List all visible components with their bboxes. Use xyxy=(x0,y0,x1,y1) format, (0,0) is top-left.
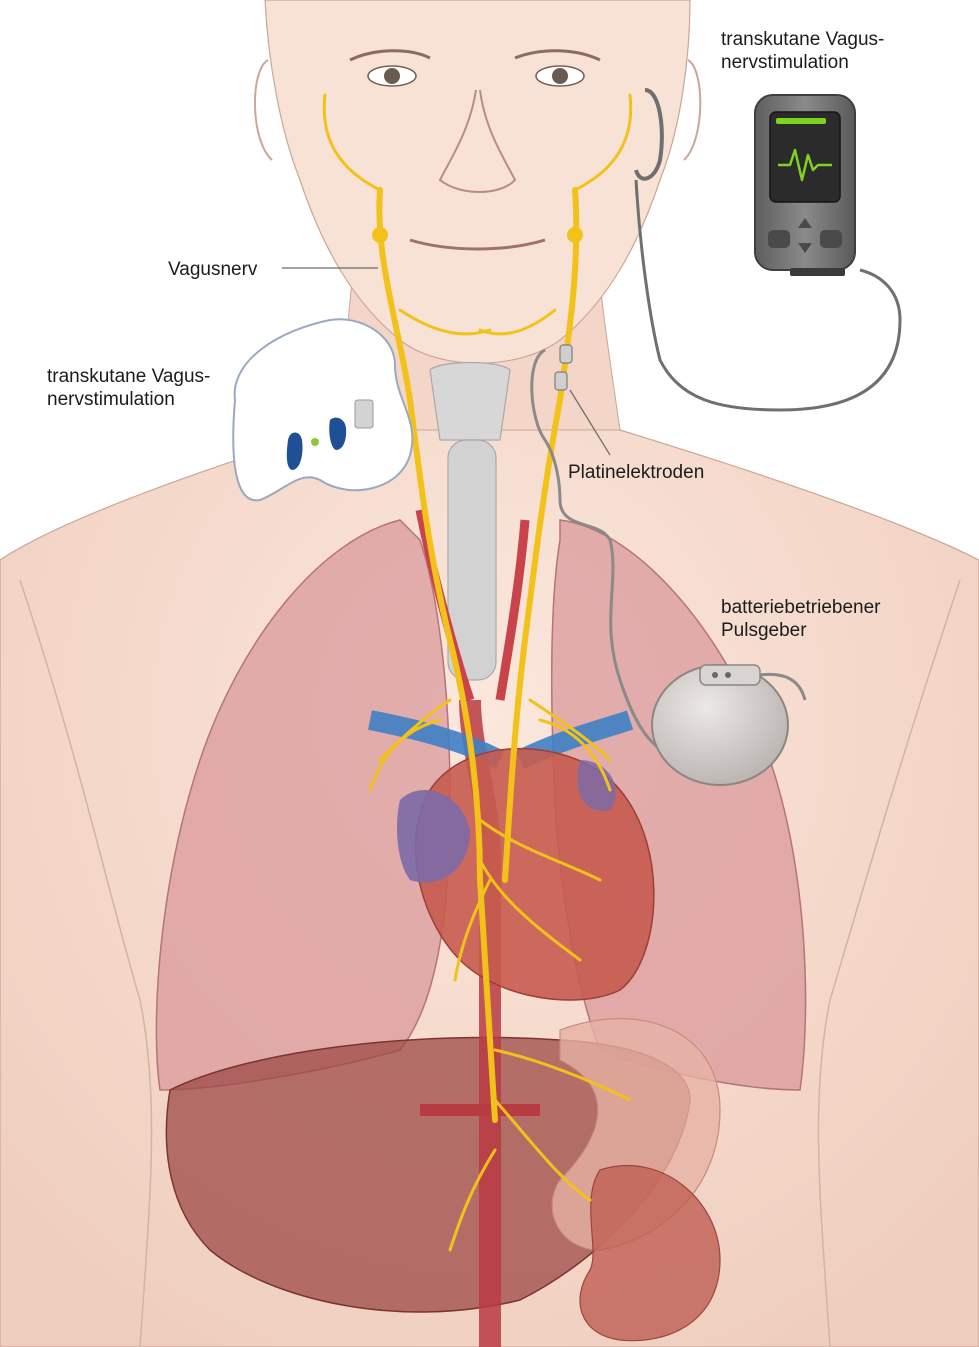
label-pulsgeber: batteriebetriebener Pulsgeber xyxy=(721,596,881,642)
label-platinelektroden-text: Platinelektroden xyxy=(568,461,704,484)
pulse-generator-port-1 xyxy=(712,672,718,678)
nodose-ganglion-left xyxy=(372,227,388,243)
label-tvns-handheld-line2: nervstimulation xyxy=(721,51,884,74)
label-tvns-earpiece-line1: transkutane Vagus- xyxy=(47,365,210,388)
electrode-coil-2 xyxy=(555,372,567,390)
left-ear xyxy=(255,60,272,160)
handheld-jack xyxy=(790,268,845,276)
label-vagusnerv-text: Vagusnerv xyxy=(168,258,257,281)
handheld-battery-bar xyxy=(776,118,826,124)
tvns-neck-stimulator xyxy=(233,319,412,500)
nodose-ganglion-right xyxy=(567,227,583,243)
label-pulsgeber-line2: Pulsgeber xyxy=(721,619,881,642)
tvns-indicator-led xyxy=(311,438,319,446)
label-tvns-earpiece-line2: nervstimulation xyxy=(47,388,210,411)
pulse-generator-port-2 xyxy=(725,672,731,678)
label-platinelektroden: Platinelektroden xyxy=(568,461,704,484)
head xyxy=(265,0,690,363)
right-iris xyxy=(552,68,568,84)
tvns-neck-stimulator-body xyxy=(233,319,412,500)
label-tvns-earpiece: transkutane Vagus- nervstimulation xyxy=(47,365,210,411)
right-ear xyxy=(684,60,700,160)
label-vagusnerv: Vagusnerv xyxy=(168,258,257,281)
tvns-control-button xyxy=(355,400,373,428)
left-iris xyxy=(384,68,400,84)
label-tvns-handheld: transkutane Vagus- nervstimulation xyxy=(721,28,884,74)
handheld-tvns-device xyxy=(755,95,855,276)
label-tvns-handheld-line1: transkutane Vagus- xyxy=(721,28,884,51)
handheld-button-left xyxy=(768,230,790,248)
larynx xyxy=(430,363,510,441)
label-pulsgeber-line1: batteriebetriebener xyxy=(721,596,881,619)
electrode-coil-1 xyxy=(560,345,572,363)
handheld-button-right xyxy=(820,230,842,248)
handheld-screen xyxy=(770,112,840,202)
